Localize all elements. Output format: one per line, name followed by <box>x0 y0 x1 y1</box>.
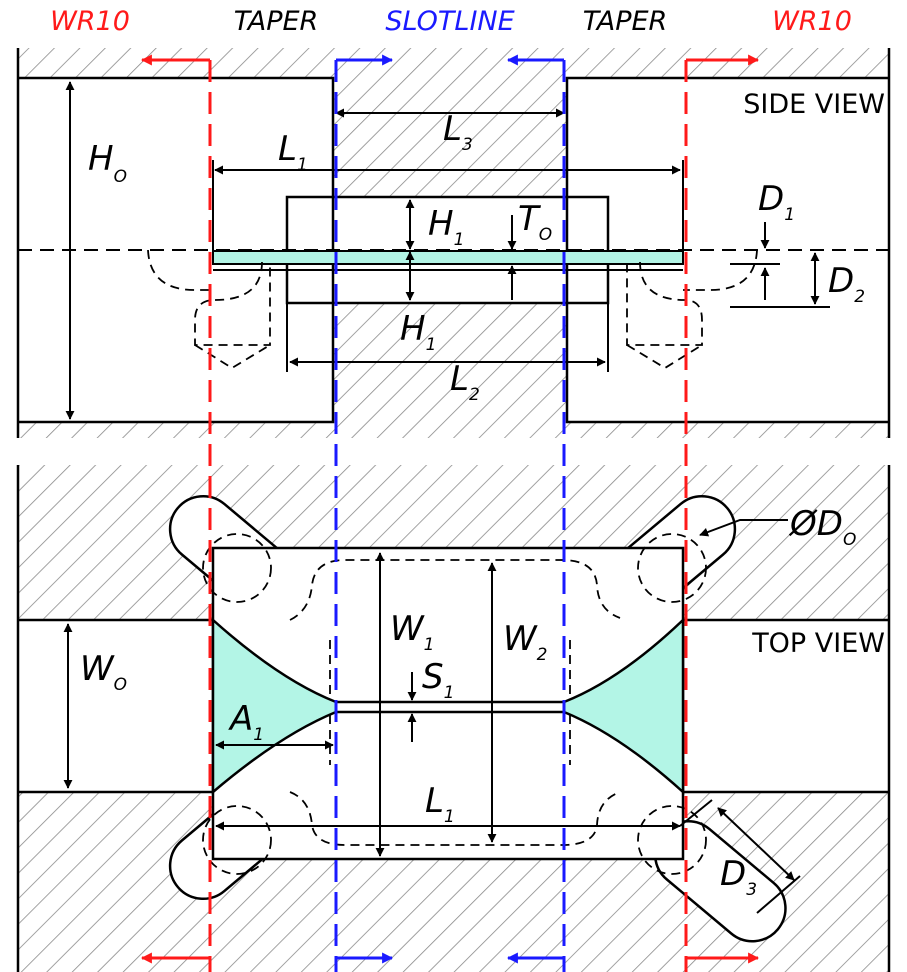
pin-circle-bl <box>202 805 272 875</box>
label-L1-side: L1 <box>278 129 308 175</box>
label-H1-top: H1 <box>428 204 464 250</box>
side-substrate <box>212 250 684 265</box>
top-right-waveguide <box>683 620 889 792</box>
label-D2: D2 <box>828 261 865 307</box>
pin-circle-tr <box>637 533 707 603</box>
side-view-label: SIDE VIEW <box>743 89 885 120</box>
side-outline <box>16 48 891 438</box>
header-labels: WR10 TAPER SLOTLINE TAPER WR10 <box>50 6 852 37</box>
dim-D3 <box>717 807 795 881</box>
label-T0: TO <box>518 199 552 245</box>
label-W1: W1 <box>390 609 434 655</box>
side-view: SIDE VIEW HO L1 L3 H1 TO D1 D2 H1 L2 <box>16 48 891 438</box>
dim-phiD0-leader <box>699 519 788 537</box>
header-slotline: SLOTLINE <box>385 6 514 37</box>
header-right-wr10: WR10 <box>772 6 852 37</box>
label-H0: HO <box>88 139 127 187</box>
side-bottom-wall-left <box>18 422 333 438</box>
label-W2: W2 <box>503 619 547 665</box>
side-left-screw-tip <box>194 344 271 370</box>
label-H1-bottom: H1 <box>400 309 436 355</box>
side-top-wall <box>18 48 889 78</box>
top-view-label: TOP VIEW <box>751 628 885 659</box>
top-left-waveguide <box>18 620 213 792</box>
header-left-wr10: WR10 <box>50 6 130 37</box>
side-bottom-wall-right <box>567 422 889 438</box>
label-D3: D3 <box>720 854 757 900</box>
pin-circle-br <box>637 805 707 875</box>
side-right-screw-tip <box>626 344 703 370</box>
header-right-taper: TAPER <box>583 6 668 37</box>
reference-planes <box>140 54 760 972</box>
label-A1: A1 <box>228 699 264 745</box>
label-D1: D1 <box>758 179 795 225</box>
top-inner-dashed <box>289 559 621 846</box>
label-L3: L3 <box>443 109 473 155</box>
side-left-screw <box>147 249 271 346</box>
top-view: TOP VIEW ØDO WO W1 W2 S1 A1 L1 D3 <box>16 465 891 972</box>
ext-D3-a <box>679 799 713 827</box>
label-W0: WO <box>80 649 127 695</box>
ext-D3-b <box>756 875 801 914</box>
label-L2: L2 <box>450 359 480 405</box>
label-phiD0: ØDO <box>788 504 856 550</box>
pin-circle-tl <box>202 533 272 603</box>
label-S1: S1 <box>422 657 454 703</box>
top-outline <box>16 465 891 972</box>
label-L1-top: L1 <box>425 781 455 827</box>
header-left-taper: TAPER <box>234 6 319 37</box>
